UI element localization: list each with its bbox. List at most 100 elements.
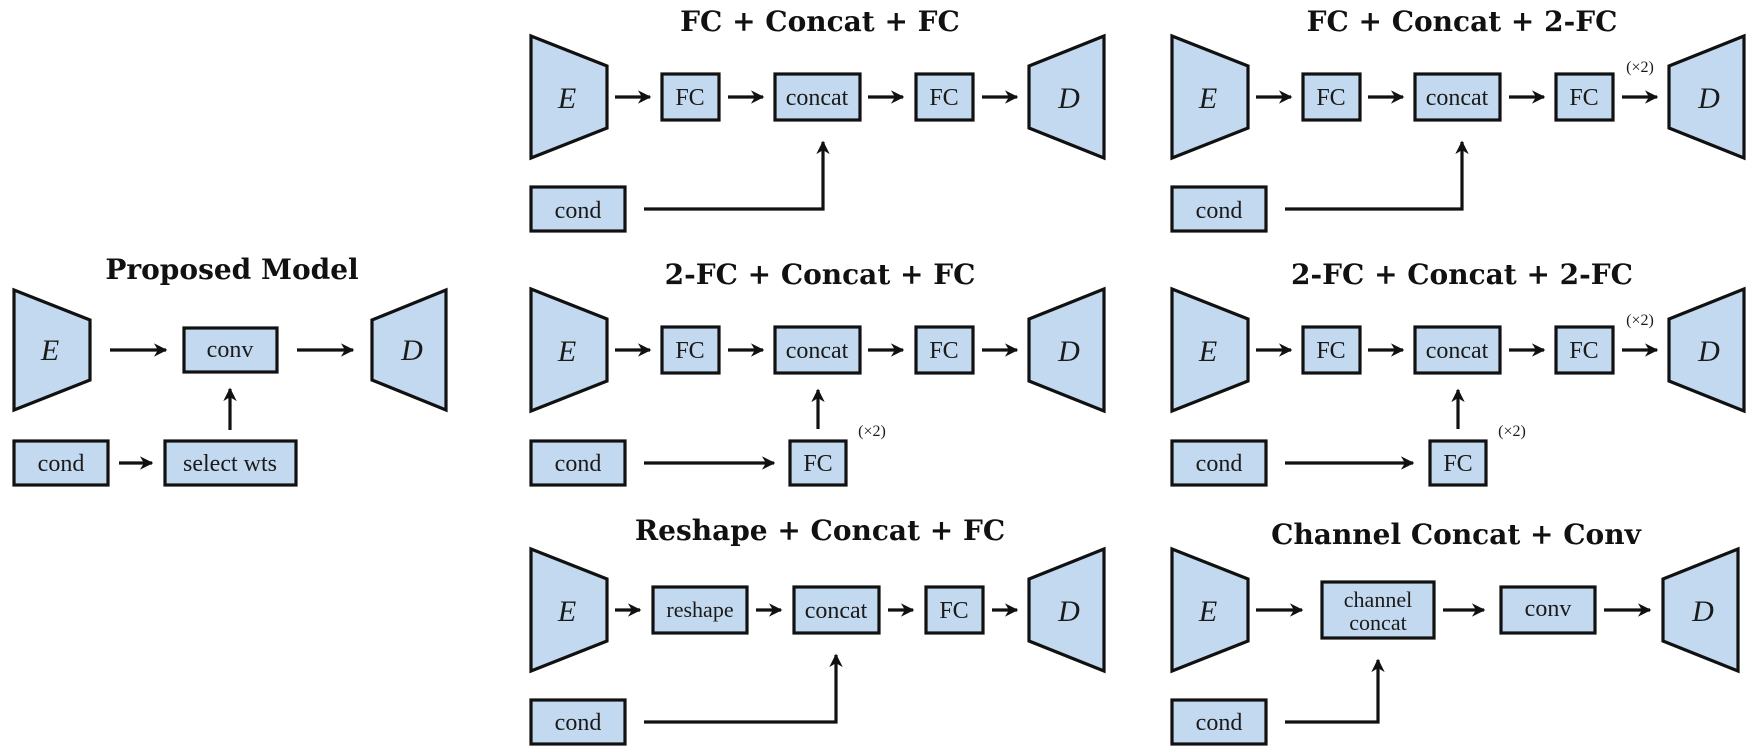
cond-block: cond [1170,185,1268,233]
concat-block: concat [773,325,862,375]
encoder-label: E [40,334,59,367]
decoder-label: D [1057,595,1080,628]
cond-block: cond [12,439,110,487]
cond-block: cond [529,439,627,487]
panel-fc-concat-2fc: FC + Concat + 2-FC E FC concat FC (×2) D… [1170,5,1746,233]
decoder-block: D [1667,33,1746,161]
conv-block: conv [182,326,279,374]
multiplier-label: (×2) [1626,59,1654,76]
encoder-block: E [529,546,609,674]
decoder-label: D [400,334,423,367]
fc-label: FC [1569,338,1598,364]
cond-arrow [644,140,830,211]
cond-fc-block: FC [788,439,848,487]
encoder-block: E [1170,286,1250,414]
cond-block: cond [1170,698,1268,746]
cond-arrow [644,653,843,724]
fc-block: FC [660,72,721,122]
decoder-block: D [1027,286,1106,414]
encoder-label: E [557,82,576,115]
fc-label: FC [675,85,704,111]
decoder-label: D [1057,335,1080,368]
decoder-block: D [1027,33,1106,161]
concat-label: concat [1426,338,1489,364]
decoder-label: D [1057,82,1080,115]
fc-label: FC [1316,85,1345,111]
cond-block: cond [529,698,627,746]
multiplier-label: (×2) [858,423,886,440]
concat-label: concat [805,598,868,624]
fc-block: FC [1301,325,1362,375]
conv-label: conv [207,337,254,363]
channel-concat-block: channel concat [1320,580,1436,640]
cond-label: cond [555,451,602,477]
cond-block: cond [529,185,627,233]
encoder-label: E [557,595,576,628]
fc-label: FC [803,451,832,477]
encoder-label: E [557,335,576,368]
decoder-block: D [1661,546,1740,674]
panel-channel-concat-conv: Channel Concat + Conv E channel concat c… [1170,518,1740,746]
decoder-block: D [1667,286,1746,414]
panel-title: FC + Concat + 2-FC [1307,5,1618,38]
panel-proposed-model: Proposed Model E conv D cond select wts [12,253,448,487]
panel-2fc-concat-2fc: 2-FC + Concat + 2-FC E FC concat FC (×2)… [1170,258,1746,487]
panel-title: 2-FC + Concat + FC [665,258,976,291]
channel-concat-label-line2: concat [1349,610,1406,635]
reshape-label: reshape [666,597,733,622]
encoder-label: E [1198,335,1217,368]
cond-label: cond [1196,710,1243,736]
decoder-label: D [1697,82,1720,115]
fc-label: FC [1569,85,1598,111]
fc-block: FC [924,585,985,635]
encoder-block: E [529,286,609,414]
cond-label: cond [555,710,602,736]
fc-block: FC [660,325,721,375]
multiplier-label: (×2) [1626,312,1654,329]
panel-title: Channel Concat + Conv [1271,518,1641,551]
conv-block: conv [1499,585,1597,635]
fc-label: FC [929,85,958,111]
fc-block: FC [1301,72,1362,122]
conv-label: conv [1525,596,1572,622]
fc-label: FC [1443,451,1472,477]
cond-label: cond [1196,198,1243,224]
encoder-label: E [1198,82,1217,115]
concat-block: concat [1413,325,1502,375]
encoder-block: E [1170,546,1250,674]
reshape-block: reshape [651,585,749,635]
cond-block: cond [1170,439,1268,487]
panel-title: Proposed Model [105,253,358,286]
concat-block: concat [773,72,862,122]
cond-label: cond [555,198,602,224]
decoder-block: D [1027,546,1106,674]
panel-title: FC + Concat + FC [680,5,960,38]
decoder-block: D [370,287,448,413]
fc-block: FC [1554,72,1615,122]
fc-block: FC [1554,325,1615,375]
panel-2fc-concat-fc: 2-FC + Concat + FC E FC concat FC D cond [529,258,1106,487]
panel-title: Reshape + Concat + FC [635,514,1005,547]
fc-label: FC [1316,338,1345,364]
encoder-block: E [529,33,609,161]
cond-fc-block: FC [1428,439,1488,487]
encoder-block: E [1170,33,1250,161]
concat-label: concat [786,85,849,111]
concat-block: concat [792,585,881,635]
fc-block: FC [914,72,975,122]
select-wts-block: select wts [163,439,298,487]
panel-title: 2-FC + Concat + 2-FC [1291,258,1633,291]
channel-concat-label-line1: channel [1344,587,1412,612]
select-wts-label: select wts [183,451,277,477]
concat-label: concat [786,338,849,364]
panel-fc-concat-fc: FC + Concat + FC E FC concat FC D cond [529,5,1106,233]
cond-label: cond [38,451,85,477]
encoder-label: E [1198,595,1217,628]
encoder-block: E [12,287,92,413]
decoder-label: D [1697,335,1720,368]
concat-label: concat [1426,85,1489,111]
panel-reshape-concat-fc: Reshape + Concat + FC E reshape concat F… [529,514,1106,746]
fc-label: FC [929,338,958,364]
multiplier-label: (×2) [1498,423,1526,440]
